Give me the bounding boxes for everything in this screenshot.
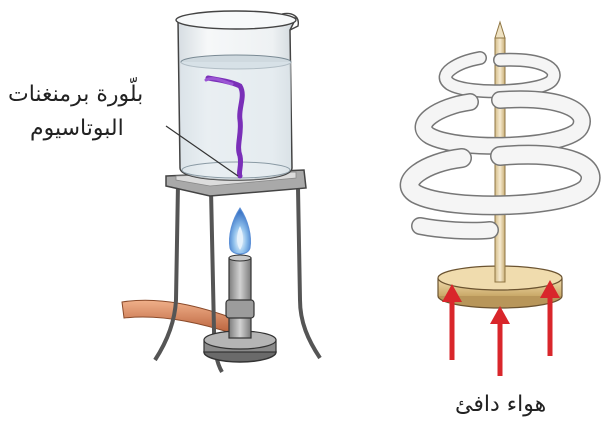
crystal-label-line2: البوتاسيوم (30, 116, 124, 141)
warm-air-label: هواء دافئ (455, 392, 546, 417)
crystal-label-line1: بلّورة برمنغنات (8, 82, 143, 107)
burner-flame (229, 208, 250, 254)
gas-hose (122, 300, 238, 334)
beaker (176, 11, 298, 180)
warm-air-arrow-middle (490, 306, 510, 376)
